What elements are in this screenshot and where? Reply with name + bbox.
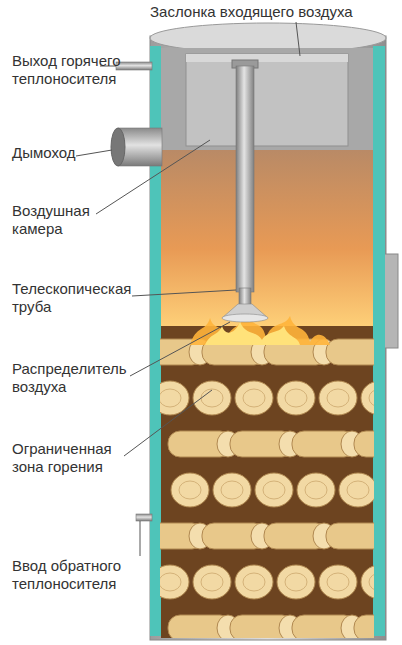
log-end — [193, 381, 231, 415]
door-bulge — [384, 254, 398, 348]
log-ring — [243, 573, 265, 591]
leader-line — [96, 140, 210, 214]
log-end — [339, 473, 374, 507]
log-ring — [221, 481, 243, 499]
leader-line — [296, 22, 300, 56]
leader-line — [124, 390, 212, 456]
log-side — [354, 615, 374, 638]
log-ring — [263, 481, 285, 499]
hot-outlet-pipe — [116, 62, 152, 70]
air-distributor-disc — [222, 314, 268, 322]
telescopic-tube-inner — [239, 288, 251, 306]
log-ring — [201, 573, 223, 591]
insulation-right — [373, 46, 385, 636]
log-side — [326, 523, 374, 549]
flame-core — [205, 322, 300, 345]
log-ring — [285, 389, 307, 407]
log-end — [193, 565, 231, 599]
log-end — [319, 381, 357, 415]
leader-line — [140, 521, 141, 556]
log-end — [213, 473, 251, 507]
log-ring — [305, 481, 327, 499]
log-side — [354, 431, 374, 457]
part-label: Выход горячего теплоносителя — [12, 52, 122, 88]
log-end — [277, 381, 315, 415]
log-end — [255, 473, 293, 507]
part-label: Распределитель воздуха — [12, 360, 138, 396]
log-end — [235, 381, 273, 415]
air-damper-plate — [186, 54, 348, 62]
log-end — [277, 565, 315, 599]
part-label: Ограниченная зона горения — [12, 440, 132, 476]
log-ring — [179, 481, 201, 499]
log-ring — [285, 573, 307, 591]
log-ring — [327, 573, 349, 591]
log-end — [361, 381, 374, 415]
combustion-chamber — [161, 150, 373, 330]
part-label: Заслонка входящего воздуха — [150, 3, 398, 21]
log-end — [319, 565, 357, 599]
log-ring — [369, 573, 374, 591]
log-end — [297, 473, 335, 507]
leader-line — [130, 322, 230, 376]
log-ring — [369, 389, 374, 407]
leader-line — [76, 150, 112, 156]
upper-chamber — [161, 48, 373, 152]
telescopic-tube — [236, 66, 254, 292]
log-side — [326, 339, 374, 365]
part-label: Воздушная камера — [12, 202, 112, 238]
log-ring — [201, 389, 223, 407]
return-inlet-pipe — [136, 514, 152, 521]
leader-line — [132, 290, 236, 296]
log-end — [160, 565, 189, 599]
air-chamber-housing — [186, 54, 348, 146]
log-ring — [243, 389, 265, 407]
log-end — [361, 565, 374, 599]
log-ring — [160, 389, 181, 407]
log-end — [171, 473, 209, 507]
log-ring — [327, 389, 349, 407]
log-end — [235, 565, 273, 599]
part-label: Дымоход — [12, 144, 122, 162]
wood-logs — [160, 339, 374, 638]
chimney-opening — [111, 128, 125, 166]
part-label: Телескопическая труба — [12, 280, 144, 316]
flame — [190, 312, 330, 345]
part-label: Ввод обратного теплоносителя — [12, 557, 140, 593]
log-ring — [160, 573, 181, 591]
log-ring — [347, 481, 369, 499]
